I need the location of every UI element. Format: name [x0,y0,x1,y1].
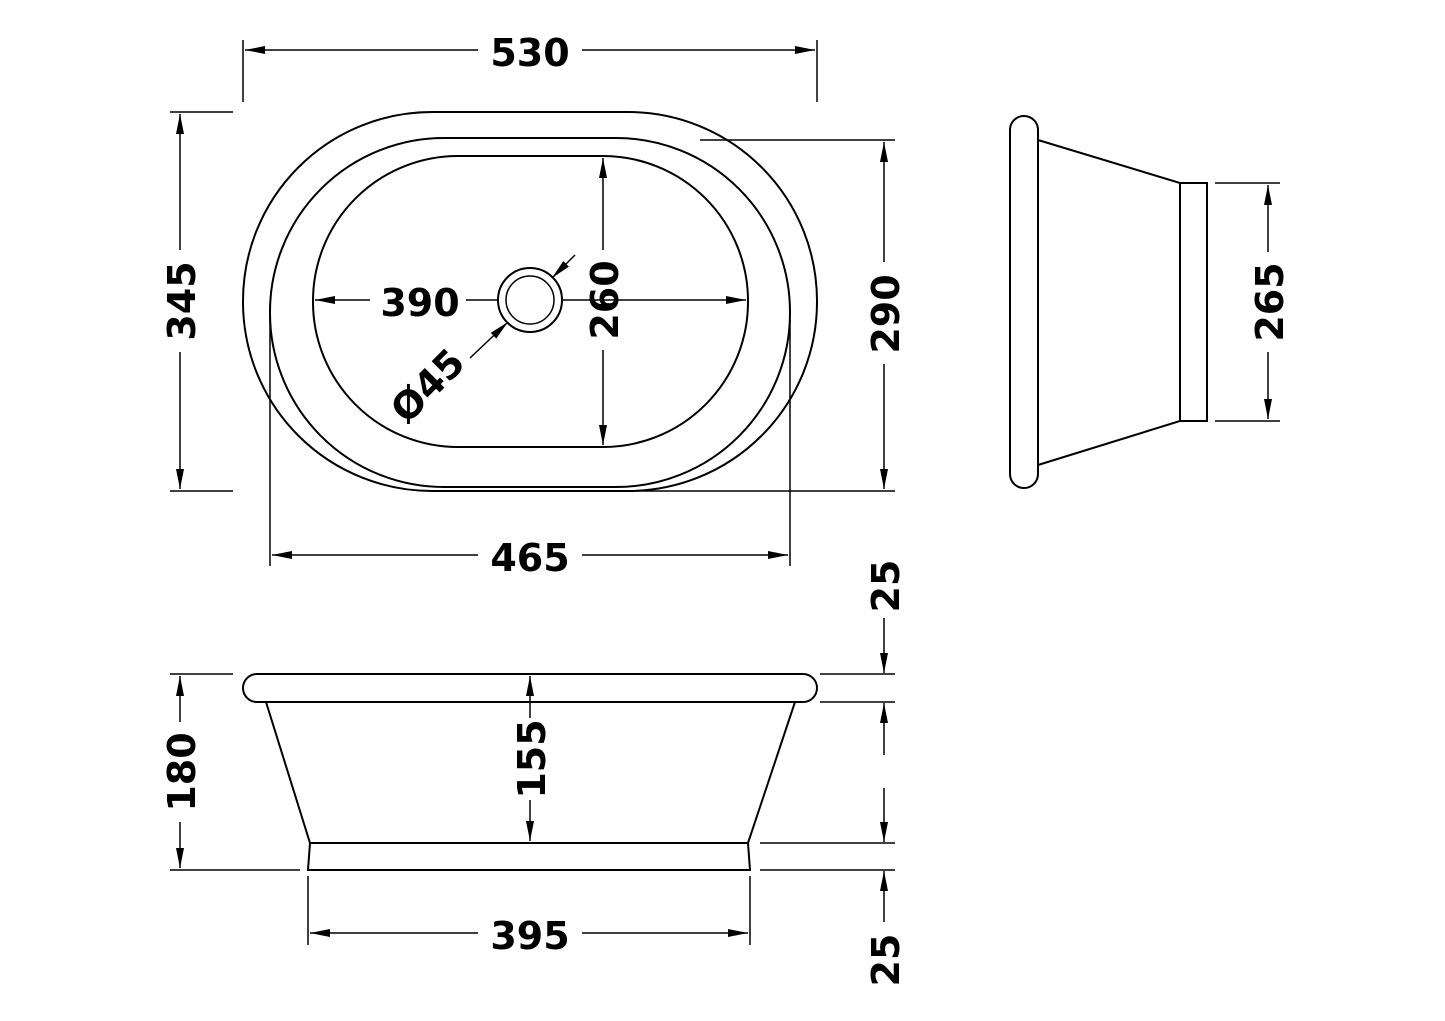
dim-rim-thickness: 25 [864,560,908,613]
dim-overall-height: 180 [160,732,204,811]
dim-inner-rim-width: 465 [490,536,569,580]
front-base [306,842,752,871]
dim-bowl-depth: 260 [583,260,627,339]
dim-base-thickness: 25 [864,934,908,987]
waste-outer-circle [497,267,563,333]
dim-base-width: 395 [490,914,569,958]
side-rim [1009,115,1039,489]
dim-bowl-width: 390 [380,281,459,325]
side-base [1179,182,1208,422]
front-bowl-body [265,701,796,844]
side-bowl-body [1037,139,1181,466]
front-view: 180 155 25 25 395 [160,560,908,987]
dim-side-base-height: 265 [1248,262,1292,341]
dim-overall-width: 530 [490,31,569,75]
dim-bowl-height: 155 [510,719,554,798]
plan-view: 530 345 290 465 390 260 Ø45 [160,31,908,580]
outer-rim-outline [242,111,818,492]
side-view: 265 [1009,115,1292,489]
dim-inner-rim-depth: 290 [864,274,908,353]
inner-rim-outline [269,137,791,488]
dim-waste-diameter: Ø45 [382,340,473,431]
bowl-outline [312,155,749,448]
dim-overall-depth: 345 [160,261,204,340]
waste-inner-circle [505,275,555,325]
